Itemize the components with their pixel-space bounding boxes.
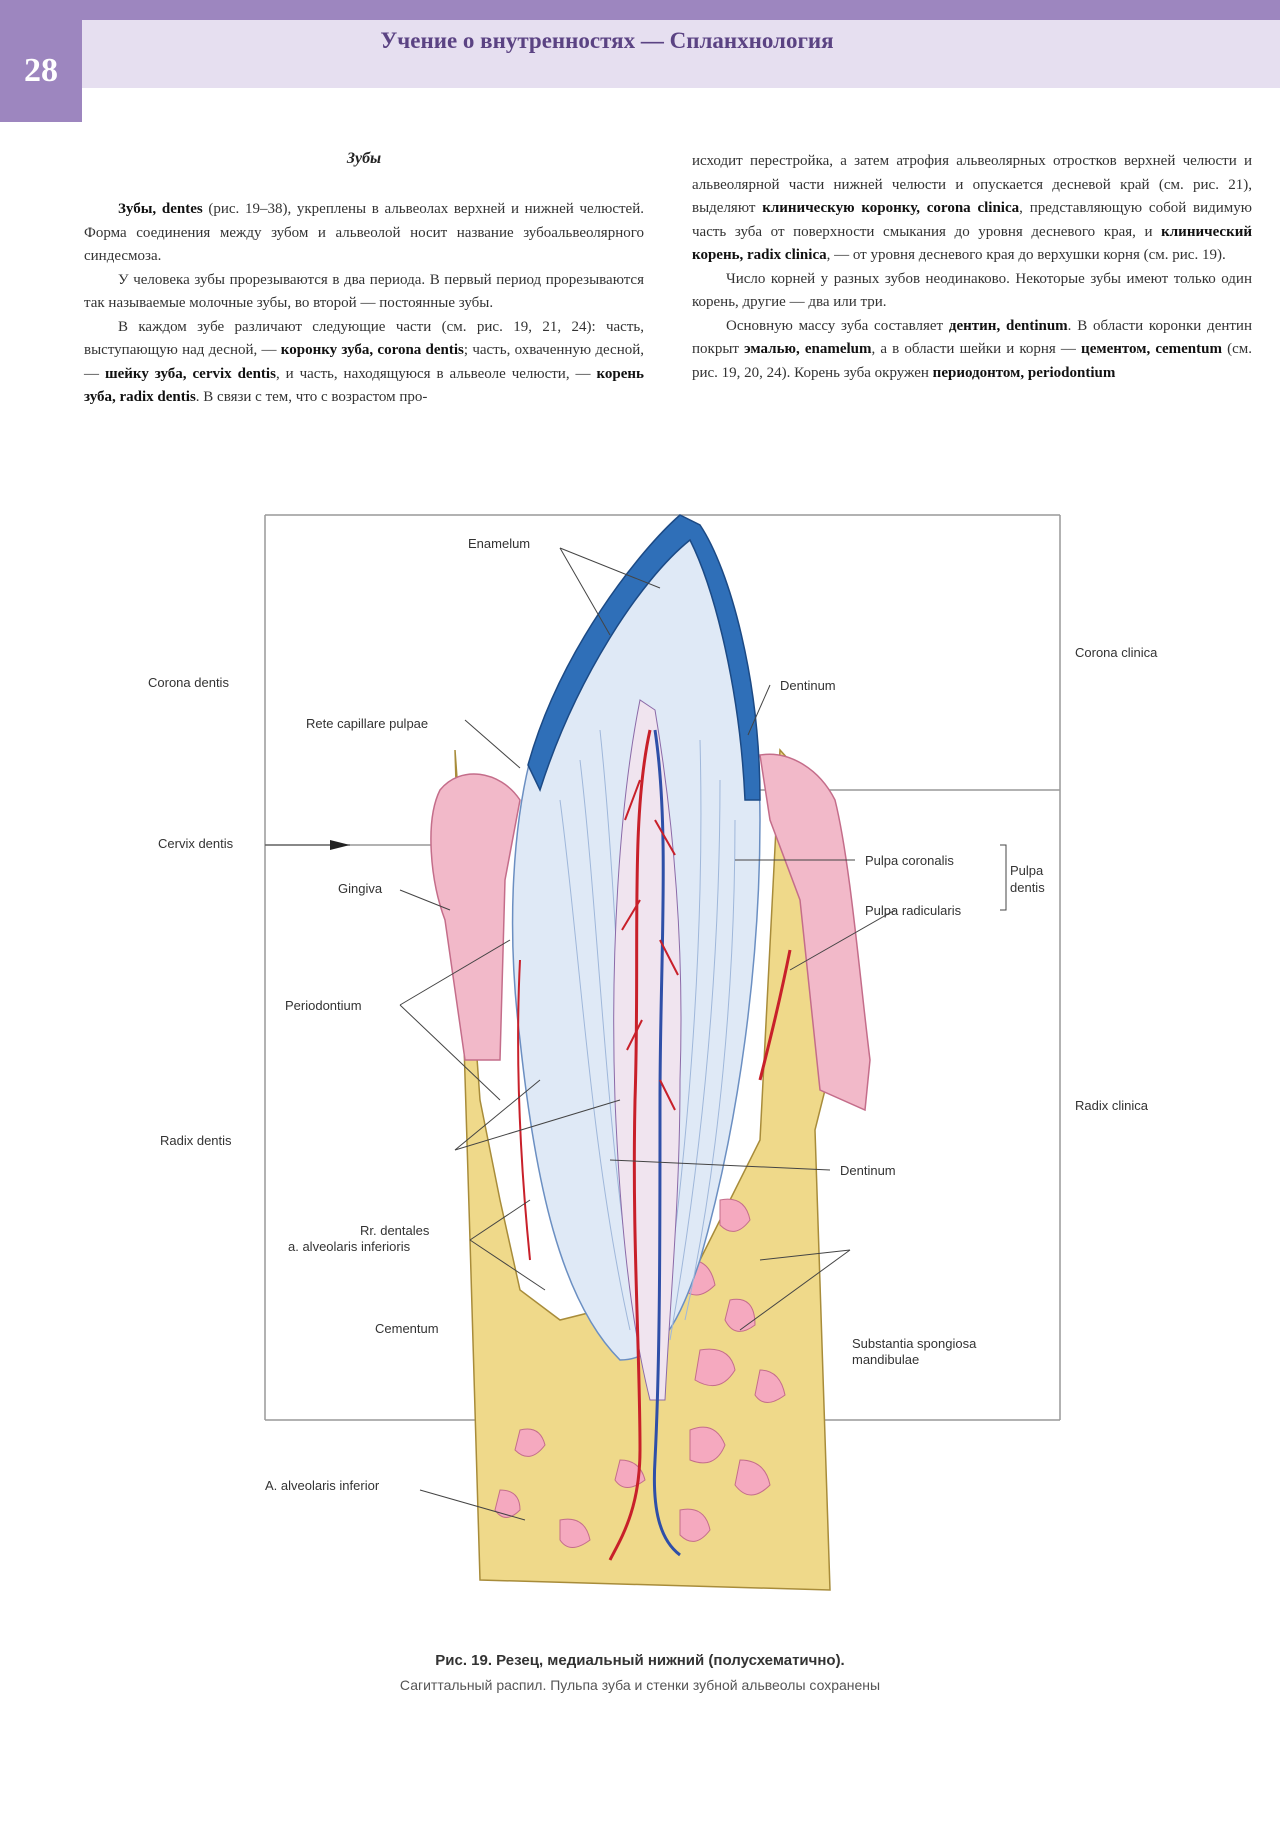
label-radix-clinica: Radix clinica xyxy=(1075,1098,1149,1113)
label-rete-capillare: Rete capillare pulpae xyxy=(306,716,428,731)
label-dentinum-bottom: Dentinum xyxy=(840,1163,896,1178)
gingiva-right xyxy=(759,753,871,1112)
text-run: , а в области шейки и корня — xyxy=(871,341,1082,357)
label-dentinum-top: Dentinum xyxy=(780,678,836,693)
header-bar xyxy=(82,20,1280,88)
label-pulpa-coronalis: Pulpa coronalis xyxy=(865,853,954,868)
label-periodontium: Periodontium xyxy=(285,998,362,1013)
text-column-right: исходит перестройка, а затем атрофия аль… xyxy=(692,150,1252,385)
text-run: ; часть, охваченную десной, — xyxy=(84,342,644,382)
label-corona-dentis: Corona dentis xyxy=(148,675,229,690)
paragraph: Число корней у разных зубов неодинаково.… xyxy=(692,268,1252,315)
pulpa-dentis-bracket xyxy=(1000,844,1007,911)
text-column-left: Зубы, dentes (рис. 19–38), укреплены в а… xyxy=(84,198,644,410)
gingiva-left xyxy=(430,773,521,1061)
label-a-alveolaris: A. alveolaris inferior xyxy=(265,1478,380,1493)
header-top-band xyxy=(0,0,1280,20)
text-run: . В области коронки дентин покрыт xyxy=(692,317,1252,358)
paragraph: У человека зубы прорезываются в два пери… xyxy=(84,269,644,316)
bold-term: Зубы, dentes xyxy=(118,201,203,217)
bold-term: эмалью, enamelum xyxy=(744,341,872,357)
caption-title: Рис. 19. Резец, медиальный нижний (полус… xyxy=(435,1652,845,1669)
text-run: , и часть, находящуюся в альвеоле челюст… xyxy=(275,365,597,382)
bold-term: периодонтом, periodontium xyxy=(932,364,1116,381)
paragraph: исходит перестройка, а затем атрофия аль… xyxy=(692,150,1252,268)
label-corona-clinica: Corona clinica xyxy=(1075,645,1158,660)
text-run: Число корней у разных зубов неодинаково.… xyxy=(692,270,1252,311)
paragraph: Зубы, dentes (рис. 19–38), укреплены в а… xyxy=(84,198,644,269)
label-substantia-2: mandibulae xyxy=(852,1352,919,1367)
label-pulpa-dentis-2: dentis xyxy=(1010,880,1045,895)
bold-term: цементом, cementum xyxy=(1081,341,1222,357)
caption-subtitle: Сагиттальный распил. Пульпа зуба и стенк… xyxy=(399,1677,881,1693)
label-enamelum: Enamelum xyxy=(468,536,530,551)
tooth-illustration: Enamelum Dentinum Corona dentis Corona c… xyxy=(0,500,1280,1630)
text-run: . В связи с тем, что с возрастом про- xyxy=(195,389,428,405)
text-run: исходит перестройка, а затем атрофия аль… xyxy=(692,153,1252,216)
label-rr-dentales-1: Rr. dentales xyxy=(360,1223,430,1238)
label-pulpa-dentis-1: Pulpa xyxy=(1010,863,1044,878)
bold-term: шейку зуба, cervix dentis xyxy=(104,365,276,382)
text-run: (см. рис. 19, 20, 24). Корень зуба окруж… xyxy=(692,341,1252,381)
paragraph: Основную массу зуба составляет дентин, d… xyxy=(692,315,1252,386)
label-gingiva: Gingiva xyxy=(338,881,383,896)
label-rr-dentales-2: a. alveolaris inferioris xyxy=(288,1239,411,1254)
label-cervix-dentis: Cervix dentis xyxy=(158,836,234,851)
running-header-title: Учение о внутренностях — Спланхнология xyxy=(380,28,834,53)
bold-term: дентин, dentinum xyxy=(948,317,1068,334)
bold-term: клинический корень, radix clinica xyxy=(692,223,1252,264)
text-run: , представляющую собой видимую часть зуб… xyxy=(692,200,1252,240)
pulp-vessels xyxy=(517,729,792,1561)
bold-term: корень зуба, radix dentis xyxy=(84,365,644,406)
text-run: Основную массу зуба составляет xyxy=(726,317,949,334)
text-run: У человека зубы прорезываются в два пери… xyxy=(84,271,644,312)
enamel xyxy=(527,514,761,801)
text-run: В каждом зубе различают следующие части … xyxy=(84,318,644,359)
mandible-bone xyxy=(454,748,831,1591)
text-run: (рис. 19–38), укреплены в альвеолах верх… xyxy=(84,201,644,264)
figure-caption: Рис. 19. Резец, медиальный нижний (полус… xyxy=(0,1652,1280,1693)
leader-lines xyxy=(265,547,896,1521)
text-run: , — от уровня десневого края до верхушки… xyxy=(826,247,1226,263)
bold-term: коронку зуба, corona dentis xyxy=(280,342,464,358)
label-cementum: Cementum xyxy=(375,1321,439,1336)
label-pulpa-radicularis: Pulpa radicularis xyxy=(865,903,962,918)
section-title: Зубы xyxy=(346,150,382,167)
label-radix-dentis: Radix dentis xyxy=(160,1133,232,1148)
paragraph: В каждом зубе различают следующие части … xyxy=(84,316,644,410)
cervix-arrow xyxy=(330,840,350,850)
label-substantia-1: Substantia spongiosa xyxy=(852,1336,977,1351)
bold-term: клиническую коронку, corona clinica xyxy=(762,200,1020,216)
page-number: 28 xyxy=(0,20,82,122)
